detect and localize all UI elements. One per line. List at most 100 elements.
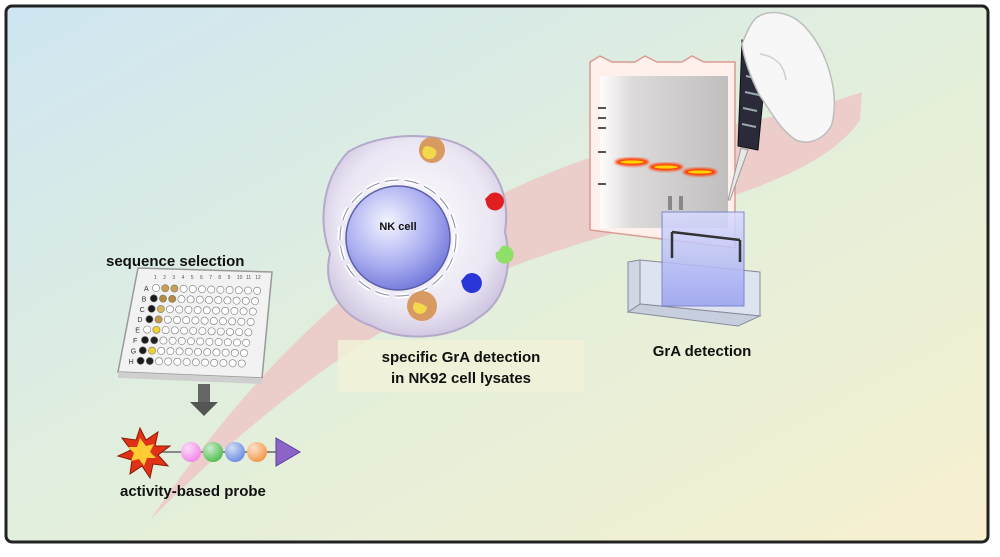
plate-well [179, 284, 188, 293]
plate-well [207, 327, 216, 336]
plate-well [156, 305, 165, 313]
plate-well [205, 295, 213, 304]
plate-well [240, 349, 248, 358]
plate-col-label: 7 [209, 275, 212, 281]
plate-well [214, 296, 223, 305]
plate-well [182, 358, 191, 366]
plate-col-label: 12 [255, 275, 261, 281]
plate-col-label: 4 [182, 275, 185, 281]
plate-row-label: G [131, 348, 136, 355]
plate-well [177, 295, 186, 304]
plate-well [152, 325, 161, 334]
plate-row-label: E [135, 328, 140, 335]
plate-well [168, 294, 177, 303]
plate-well [191, 358, 200, 367]
plate-well [145, 357, 154, 365]
plate-well [223, 338, 232, 347]
plate-row-label: B [142, 296, 147, 303]
granzyme-icon-5 [407, 291, 437, 321]
plate-well [244, 286, 252, 295]
plate-well [173, 316, 181, 324]
plate-well [159, 336, 168, 345]
plate-well [219, 359, 228, 367]
plate-well [223, 296, 232, 305]
plate-well [152, 284, 160, 292]
granzyme-icon-4 [461, 273, 482, 294]
plate-well [161, 326, 170, 334]
plate-well [170, 284, 179, 293]
plate-well [173, 357, 182, 366]
plate-col-label: 10 [237, 275, 243, 281]
plate-well [189, 326, 198, 335]
granzyme-icon-2 [485, 192, 504, 211]
granzyme-icon-3 [495, 245, 514, 264]
plate-well [246, 318, 255, 326]
plate-well [228, 359, 237, 368]
plate-col-label: 11 [246, 275, 251, 281]
plate-well [155, 357, 163, 366]
plate-well [154, 315, 163, 324]
plate-col-label: 5 [191, 275, 194, 281]
plate-well [194, 347, 202, 356]
plate-well [136, 356, 145, 365]
plate-well [186, 295, 195, 304]
plate-well [184, 305, 193, 314]
plate-well [253, 286, 262, 295]
plate-well [200, 316, 209, 325]
plate-well [182, 316, 191, 325]
plate-well [221, 348, 230, 357]
plate-row-label: D [137, 317, 142, 324]
plate-col-label: 2 [163, 275, 166, 281]
plate-well [147, 304, 156, 313]
plate-well [230, 348, 239, 357]
plate-col-label: 8 [218, 275, 221, 281]
plate-well [180, 326, 188, 335]
plate-well [241, 296, 250, 305]
activity-probe-label: activity-based probe [120, 483, 266, 500]
plate-well [216, 285, 225, 294]
plate-well [212, 348, 221, 357]
plate-well [175, 347, 184, 356]
specific-label-box [338, 340, 584, 392]
plate-well [187, 337, 195, 346]
plate-well [230, 307, 239, 315]
plate-row-label: F [133, 338, 137, 345]
plate-well [221, 306, 230, 315]
plate-col-label: 1 [154, 275, 157, 281]
plate-well [191, 316, 200, 325]
gra-detection-label: GrA detection [653, 343, 752, 360]
plate-well [251, 297, 259, 306]
sequence-selection-label: sequence selection [106, 253, 244, 270]
plate-well [237, 317, 246, 326]
plate-well [195, 295, 204, 304]
gel-image [589, 55, 736, 249]
plate-well [138, 346, 147, 355]
plate-well [226, 327, 234, 336]
plate-row-label: H [129, 359, 134, 366]
plate-well [141, 336, 149, 344]
plate-well [219, 317, 227, 326]
plate-well [225, 286, 234, 294]
plate-well [232, 296, 241, 305]
nk-cell-label: NK cell [379, 221, 416, 233]
plate-well [166, 305, 174, 314]
plate-well [177, 337, 186, 345]
plate-well [205, 337, 214, 346]
plate-well [248, 307, 257, 316]
plate-well [168, 336, 177, 345]
plate-well [198, 327, 207, 335]
plate-col-label: 3 [172, 275, 175, 281]
plate-well [184, 347, 193, 356]
plate-well [150, 336, 159, 345]
plate-well [188, 285, 197, 293]
plate-well [237, 359, 246, 368]
plate-well [159, 294, 167, 303]
probe-arrow-tip [275, 437, 301, 467]
plate-well [148, 346, 156, 355]
plate-well [161, 284, 170, 293]
specific-label-line2: in NK92 cell lysates [391, 370, 531, 387]
plate-well [164, 357, 173, 366]
plate-well [196, 337, 205, 346]
